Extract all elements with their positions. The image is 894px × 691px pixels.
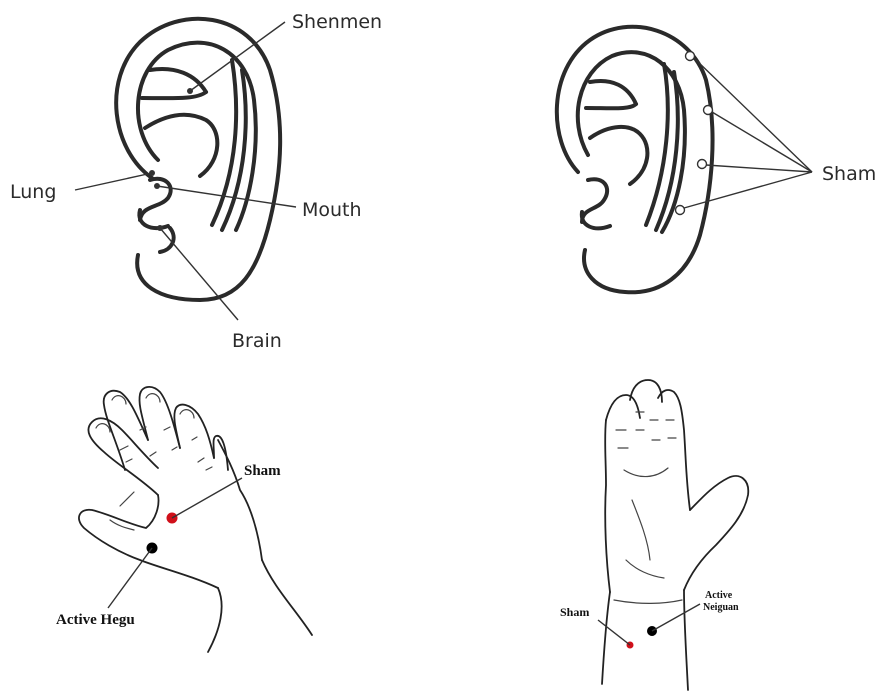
ear-sham-panel: Sham (557, 27, 876, 293)
neiguan-active-label-line2: Neiguan (703, 602, 739, 613)
neiguan-active-label-line1: Active (705, 590, 733, 601)
hegu-active-label: Active Hegu (56, 612, 135, 628)
sham-ear-point-1 (686, 52, 695, 61)
sham-ear-leader-3 (706, 165, 812, 172)
ear-active-panel: Shenmen Lung Mouth Brain (10, 11, 382, 352)
brain-leader (160, 228, 238, 320)
lung-label: Lung (10, 181, 56, 203)
neiguan-active-leader (652, 604, 700, 631)
sham-ear-point-3 (698, 160, 707, 169)
hand-palm-drawing (602, 380, 748, 690)
mouth-label: Mouth (302, 199, 362, 221)
neiguan-sham-leader (598, 620, 630, 645)
sham-ear-label: Sham (822, 163, 876, 185)
sham-ear-leader-4 (684, 172, 812, 208)
shenmen-leader (190, 22, 285, 91)
sham-ear-point-2 (704, 106, 713, 115)
hand-back-panel: Sham Active Hegu (56, 387, 312, 652)
ear-drawing-left (116, 19, 280, 300)
neiguan-sham-label: Sham (560, 605, 589, 619)
lung-leader (75, 173, 152, 190)
brain-label: Brain (232, 330, 282, 352)
sham-ear-leader-2 (712, 112, 812, 172)
sham-ear-point-4 (676, 206, 685, 215)
hegu-sham-label: Sham (244, 463, 281, 479)
shenmen-label: Shenmen (292, 11, 382, 33)
ear-drawing-right (557, 27, 713, 293)
hand-palm-panel: Sham Active Neiguan (560, 380, 748, 690)
hegu-sham-leader (172, 478, 242, 518)
